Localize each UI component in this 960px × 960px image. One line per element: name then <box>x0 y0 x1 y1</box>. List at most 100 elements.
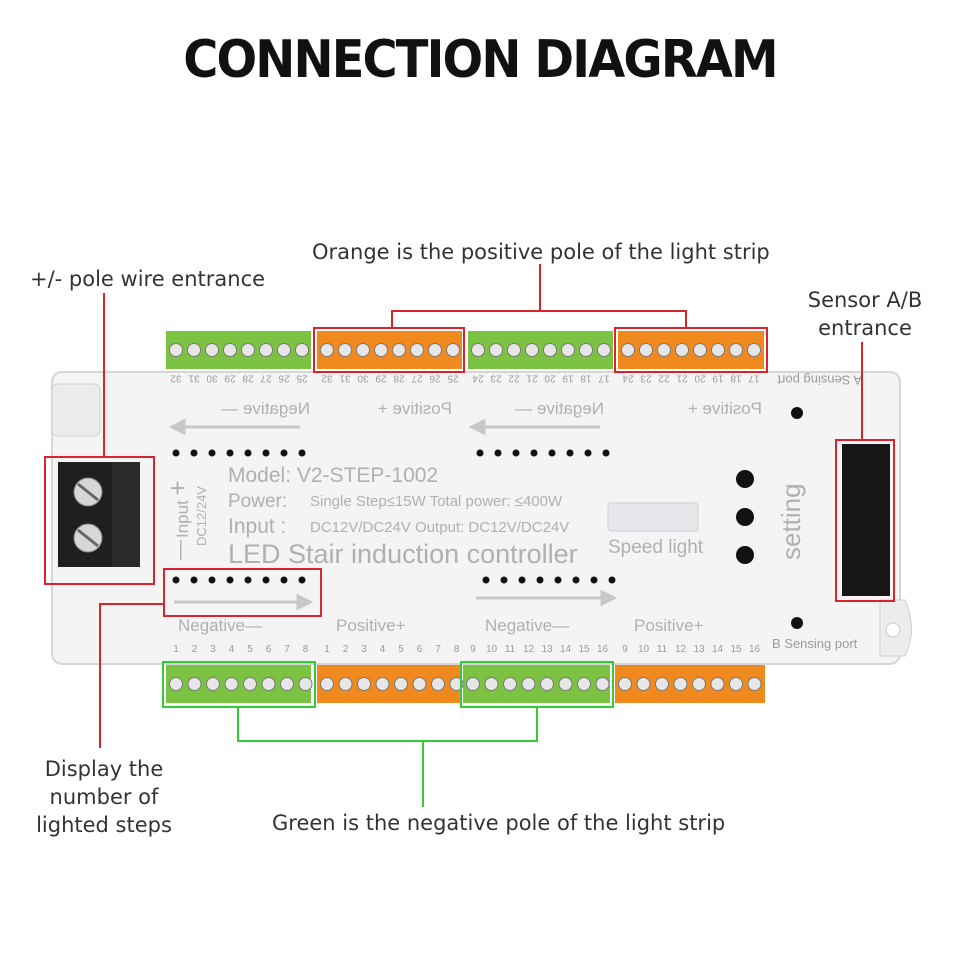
bottom-terminal-number: 4 <box>229 644 235 655</box>
input-detail: DC12V/DC24V Output: DC12V/DC24V <box>310 519 569 536</box>
bottom-terminal-number: 1 <box>324 644 330 655</box>
speed-light-label: Speed light <box>608 537 704 558</box>
sensor-callout-line2: entrance <box>818 316 912 340</box>
bottom-terminal-number: 8 <box>454 644 460 655</box>
green-pole-callout: Green is the negative pole of the light … <box>272 811 726 835</box>
input-voltage-text: DC12/24V <box>194 486 209 546</box>
bottom-label-3: Negative— <box>485 616 569 635</box>
terminal-screw <box>561 343 575 357</box>
bottom-terminal-number: 16 <box>597 644 609 655</box>
top-terminal-number: 18 <box>580 372 592 383</box>
red-leader-lines <box>99 264 863 748</box>
top-terminal-number: 23 <box>490 372 502 383</box>
indicator-dot <box>572 576 580 584</box>
terminal-screw <box>320 343 334 357</box>
bottom-terminal-number: 9 <box>470 644 476 655</box>
top-terminal-number: 28 <box>242 372 254 383</box>
bottom-terminal-number: 12 <box>523 644 535 655</box>
bottom-label-1: Negative— <box>178 616 262 635</box>
bottom-terminal-number: 1 <box>173 644 179 655</box>
terminal-screw <box>655 677 669 691</box>
red-highlight-boxes <box>44 327 895 617</box>
orange-terminal-box-2 <box>614 327 768 373</box>
bottom-terminal-blocks <box>166 665 765 703</box>
terminal-screw <box>375 677 390 691</box>
wire-entrance-callout: +/- pole wire entrance <box>30 267 266 291</box>
terminal-screw <box>295 343 309 357</box>
indicator-dot <box>190 449 198 457</box>
bottom-arrows <box>174 589 618 611</box>
terminal-screw <box>558 677 573 691</box>
bottom-terminal-number: 4 <box>380 644 386 655</box>
diagram-title: CONNECTION DIAGRAM <box>183 30 778 90</box>
indicator-dot <box>500 576 508 584</box>
power-input-terminal <box>58 462 140 567</box>
terminal-screw <box>338 677 353 691</box>
setting-button-mid[interactable] <box>736 508 754 526</box>
indicator-dot <box>554 576 562 584</box>
bottom-indicator-dots <box>172 576 616 584</box>
setting-button-up[interactable] <box>736 470 754 488</box>
bottom-polarity-labels: Negative— Positive+ Negative— Positive+ … <box>178 616 858 651</box>
terminal-screw <box>394 677 408 691</box>
sensor-entrance-box <box>835 439 895 602</box>
terminal-screw <box>169 677 183 691</box>
terminal-screw <box>489 343 503 357</box>
terminal-screw <box>657 343 671 357</box>
indicator-dot <box>482 576 490 584</box>
b-port-dot <box>791 617 803 629</box>
bottom-terminal-number: 7 <box>284 644 290 655</box>
top-terminal-number: 20 <box>694 372 706 383</box>
terminal-screw <box>223 343 237 357</box>
top-terminal-number: 24 <box>472 372 484 383</box>
top-terminal-number: 30 <box>357 372 369 383</box>
bottom-terminal-number: 5 <box>247 644 253 655</box>
top-terminal-number: 22 <box>658 372 670 383</box>
indicator-dot <box>518 576 526 584</box>
setting-button-down[interactable] <box>736 546 754 564</box>
bottom-terminal-number: 13 <box>693 644 705 655</box>
top-indicator-dots <box>172 449 610 457</box>
terminal-screw <box>693 343 707 357</box>
bottom-terminal-number: 13 <box>541 644 553 655</box>
bottom-terminal-number: 2 <box>192 644 198 655</box>
terminal-screw <box>579 343 593 357</box>
mounting-hole <box>885 622 901 638</box>
terminal-screw <box>431 677 445 691</box>
indicator-dot <box>590 576 598 584</box>
terminal-screw <box>525 343 539 357</box>
top-label-4: Positive + <box>688 399 762 418</box>
terminal-screw <box>320 677 334 691</box>
terminal-screw <box>356 343 370 357</box>
terminal-screw <box>412 677 427 691</box>
top-terminal-number: 19 <box>712 372 724 383</box>
top-terminal-number: 32 <box>321 372 333 383</box>
bottom-terminal-number: 6 <box>266 644 272 655</box>
top-label-3: Negative — <box>515 399 604 418</box>
bottom-terminal-number: 3 <box>361 644 367 655</box>
indicator-dot <box>298 576 306 584</box>
indicator-dot <box>536 576 544 584</box>
terminal-screw <box>543 343 557 357</box>
top-terminal-number: 31 <box>339 372 351 383</box>
terminal-screw <box>675 343 689 357</box>
input-side-text: Input <box>173 500 192 538</box>
terminal-screw <box>729 677 743 691</box>
indicator-dot <box>548 449 556 457</box>
indicator-dot <box>262 449 270 457</box>
display-steps-callout: Display the number of lighted steps <box>22 755 186 839</box>
b-sensing-port-label: B Sensing port <box>772 636 858 651</box>
indicator-dot <box>190 576 198 584</box>
terminal-screw <box>243 677 257 691</box>
indicator-dot <box>244 449 252 457</box>
terminal-screw <box>374 343 388 357</box>
bottom-terminal-number: 14 <box>712 644 724 655</box>
top-terminal-number: 21 <box>526 372 538 383</box>
terminal-screw <box>540 677 554 691</box>
indicator-dot <box>494 449 502 457</box>
terminal-screw <box>471 343 485 357</box>
terminal-screw <box>298 677 313 691</box>
orange-terminal-box-1 <box>313 327 465 373</box>
top-terminal-number: 18 <box>730 372 742 383</box>
